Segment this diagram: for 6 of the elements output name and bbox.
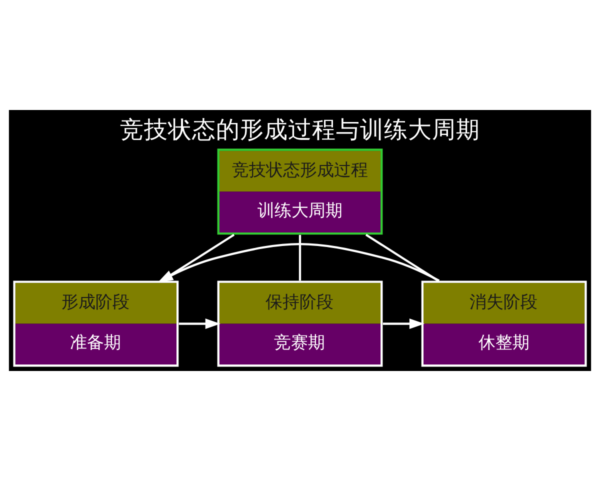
connector	[365, 233, 439, 281]
arrow	[178, 318, 220, 329]
arrow	[158, 242, 440, 282]
connector	[298, 234, 302, 280]
diagram-title: 竞技状态的形成过程与训练大周期	[120, 114, 480, 143]
arrow	[382, 318, 424, 329]
